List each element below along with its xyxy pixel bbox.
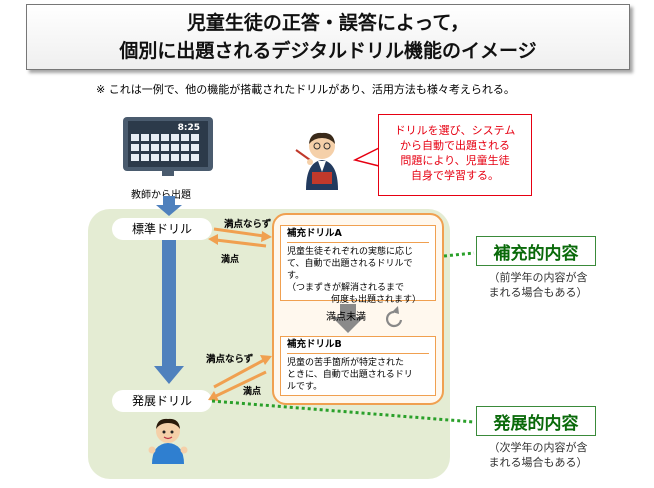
supplementary-content-sub: （前学年の内容が含 まれる場合もある） <box>468 270 608 300</box>
speech-line-2: から自動で出題される <box>400 139 510 152</box>
drill-a-line-4: 何度も出題されます） <box>331 295 422 305</box>
full-label-1: 満点 <box>221 255 240 265</box>
monitor-time: 8:25 <box>178 123 200 133</box>
drill-a-line-1: 児童生徒それぞれの実態に応じ <box>287 247 414 257</box>
drill-a-title: 補充ドリルA <box>287 228 342 239</box>
title-banner: 児童生徒の正答・誤答によって， 個別に出題されるデジタルドリル機能のイメージ <box>26 4 630 70</box>
supplementary-content-title: 補充的内容 <box>476 236 596 266</box>
teacher-label: 教師から出題 <box>131 190 191 201</box>
not-full-label-2: 満点ならず <box>206 354 254 365</box>
developmental-sub-line-1: （次学年の内容が含 <box>488 441 588 454</box>
supplementary-sub-line-1: （前学年の内容が含 <box>488 271 588 284</box>
speech-bubble: ドリルを選び、システム から自動で出題される 問題により、児童生徒 自身で学習す… <box>378 114 532 196</box>
drill-b-line-1: 児童の苦手箇所が特定された <box>287 358 405 368</box>
full-label-2: 満点 <box>243 387 262 397</box>
drill-b-title: 補充ドリルB <box>287 339 342 350</box>
drill-b-line-2: ときに、自動で出題されるドリ <box>287 370 413 380</box>
note-text: ※ これは一例で、他の機能が搭載されたドリルがあり、活用方法も様々考えられる。 <box>96 83 515 96</box>
title-line-1: 児童生徒の正答・誤答によって， <box>186 12 470 34</box>
speech-line-1: ドリルを選び、システム <box>394 124 516 137</box>
developmental-content-title: 発展的内容 <box>476 406 596 436</box>
not-full-label-1: 満点ならず <box>224 219 272 230</box>
monitor-icon: 8:25 <box>123 117 213 176</box>
drill-b-box: 補充ドリルB 児童の苦手箇所が特定された ときに、自動で出題されるドリ ルです。 <box>280 336 436 396</box>
drill-a-line-3: （つまずきが解消されるまで <box>287 283 405 293</box>
title-line-2: 個別に出題されるデジタルドリル機能のイメージ <box>119 40 537 62</box>
drill-a-body: 児童生徒それぞれの実態に応じ て、自動で出題されるドリルです。 （つまずきが解消… <box>287 242 429 306</box>
drill-a-box: 補充ドリルA 児童生徒それぞれの実態に応じ て、自動で出題されるドリルです。 （… <box>280 225 436 305</box>
speech-tail <box>353 147 380 167</box>
advanced-drill: 発展ドリル <box>112 390 212 412</box>
speech-line-4: 自身で学習する。 <box>411 169 499 182</box>
speech-line-3: 問題により、児童生徒 <box>400 154 510 167</box>
student-icon <box>148 418 188 464</box>
below-full-label: 満点未満 <box>326 312 366 323</box>
drill-b-line-3: ルです。 <box>287 382 323 392</box>
developmental-content-sub: （次学年の内容が含 まれる場合もある） <box>468 440 608 470</box>
drill-a-line-2: て、自動で出題されるドリルです。 <box>287 259 413 281</box>
teacher-icon <box>295 132 338 190</box>
drill-b-body: 児童の苦手箇所が特定された ときに、自動で出題されるドリ ルです。 <box>287 353 429 393</box>
supplementary-sub-line-2: まれる場合もある） <box>488 286 588 299</box>
developmental-sub-line-2: まれる場合もある） <box>488 456 588 469</box>
standard-drill: 標準ドリル <box>112 218 212 240</box>
